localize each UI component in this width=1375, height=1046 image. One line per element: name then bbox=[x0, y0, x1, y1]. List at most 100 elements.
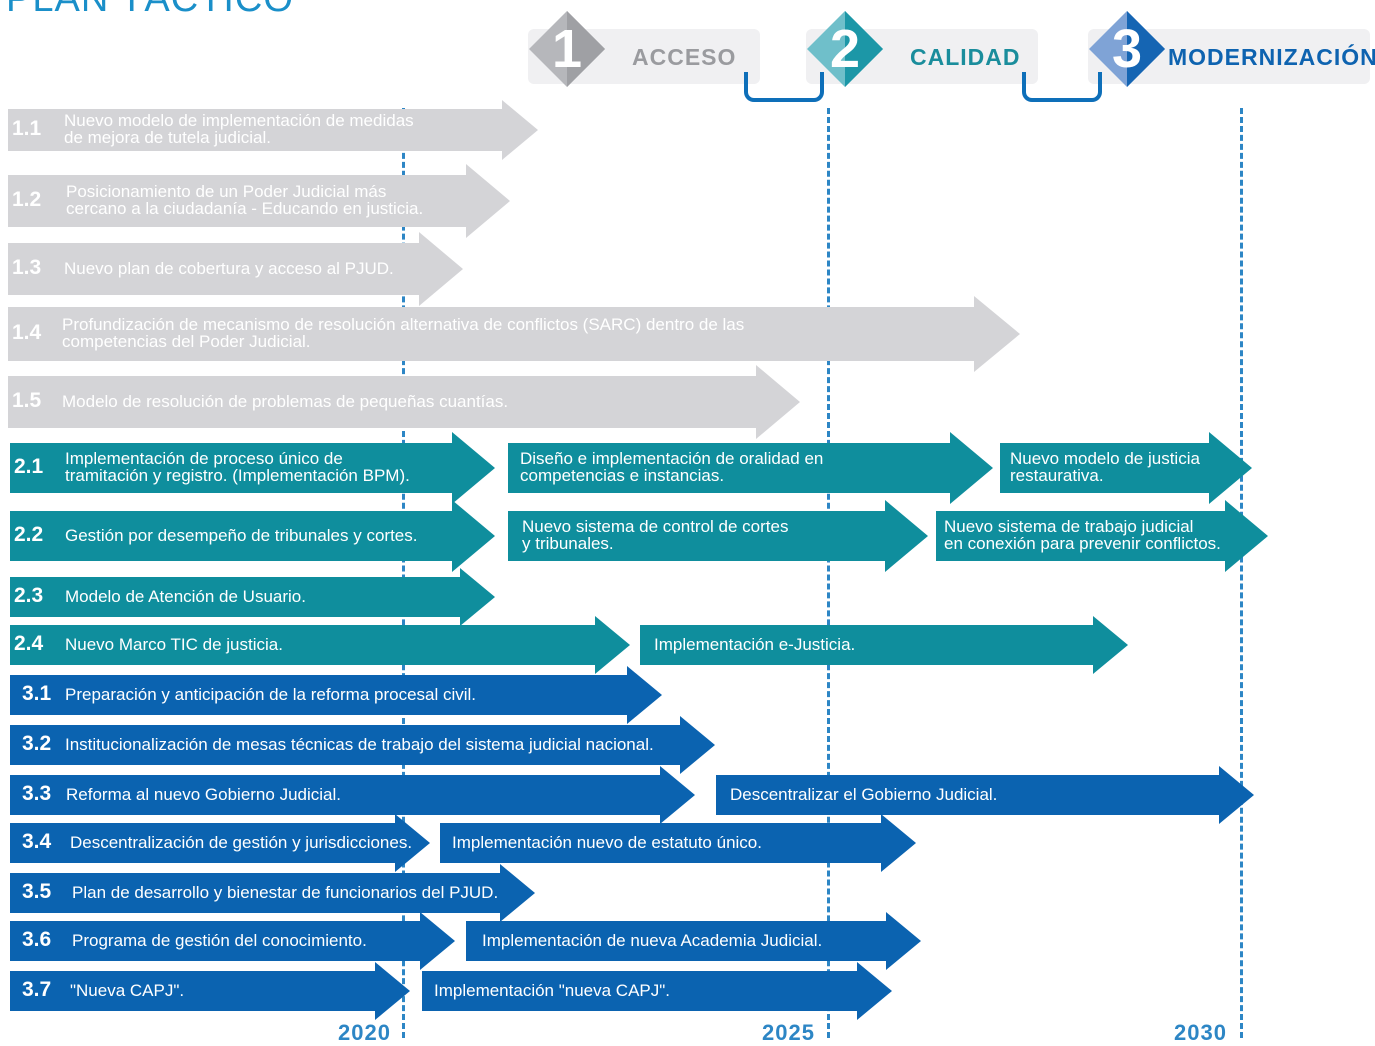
initiative-2-2-arrow-1: 2.2 Gestión por desempeño de tribunales y… bbox=[10, 500, 495, 572]
initiative-text: Modelo de Atención de Usuario. bbox=[65, 586, 306, 606]
pillar-1-label: ACCESO bbox=[632, 44, 737, 70]
initiative-3-7-arrow-1: 3.7 "Nueva CAPJ". bbox=[10, 962, 410, 1020]
pillar-2-number: 2 bbox=[830, 19, 860, 79]
arrow-shape bbox=[10, 962, 410, 1020]
timeline-2030-line bbox=[1240, 108, 1243, 1038]
initiative-number: 3.1 bbox=[22, 682, 52, 705]
initiative-1-1-arrow-1: 1.1 Nuevo modelo de implementación de med… bbox=[8, 100, 538, 160]
arrow-shape bbox=[508, 432, 993, 504]
initiative-1-2-arrow-1: 1.2 Posicionamiento de un Poder Judicial … bbox=[8, 164, 510, 238]
initiative-text: Modelo de resolución de problemas de peq… bbox=[62, 391, 509, 411]
initiative-number: 1.2 bbox=[12, 188, 42, 211]
arrow-shape bbox=[508, 500, 928, 572]
initiative-number: 1.3 bbox=[12, 256, 42, 279]
arrow-shape bbox=[10, 432, 495, 504]
arrow-shape bbox=[10, 616, 630, 674]
initiative-3-4-arrow-1: 3.4 Descentralización de gestión y jurisd… bbox=[10, 814, 430, 872]
initiative-text: Implementación "nueva CAPJ". bbox=[434, 980, 671, 1000]
timeline-2025-line bbox=[827, 108, 830, 1038]
arrow-shape bbox=[640, 616, 1128, 674]
initiative-3-6-arrow-2: Implementación de nueva Academia Judicia… bbox=[466, 912, 921, 970]
arrow-shape bbox=[8, 296, 1020, 372]
page-title: PLAN TÁCTICO bbox=[6, 0, 294, 21]
connector-2-3 bbox=[1022, 72, 1102, 102]
initiative-number: 1.5 bbox=[12, 389, 42, 412]
initiative-2-3-arrow-1: 2.3 Modelo de Atención de Usuario. bbox=[10, 568, 495, 626]
arrow-shape bbox=[10, 864, 535, 922]
initiative-text: Nuevo modelo de implementación de medida… bbox=[64, 111, 414, 147]
initiative-text: Preparación y anticipación de la reforma… bbox=[65, 684, 477, 704]
pillar-3-number: 3 bbox=[1112, 19, 1142, 79]
initiative-3-3-arrow-1: 3.3 Reforma al nuevo Gobierno Judicial. bbox=[10, 766, 695, 824]
initiative-number: 3.7 bbox=[22, 978, 52, 1001]
initiative-2-4-arrow-2: Implementación e-Justicia. bbox=[640, 616, 1128, 674]
connector-1-2 bbox=[744, 72, 824, 102]
initiative-number: 2.4 bbox=[14, 632, 44, 655]
pillar-3-diamond-icon: 3 bbox=[1089, 11, 1165, 87]
initiative-2-4-arrow-1: 2.4 Nuevo Marco TIC de justicia. bbox=[10, 616, 630, 674]
initiative-text: Nuevo Marco TIC de justicia. bbox=[65, 634, 283, 654]
arrow-shape bbox=[10, 814, 430, 872]
arrow-shape bbox=[10, 766, 695, 824]
initiative-3-6-arrow-1: 3.6 Programa de gestión del conocimiento. bbox=[10, 912, 455, 970]
year-2025-label: 2025 bbox=[762, 1020, 815, 1045]
initiative-number: 3.2 bbox=[22, 732, 52, 755]
arrow-shape bbox=[716, 766, 1254, 824]
arrow-shape bbox=[10, 500, 495, 572]
initiative-text: Implementación nuevo de estatuto único. bbox=[452, 832, 762, 852]
year-2030-label: 2030 bbox=[1174, 1020, 1227, 1045]
initiative-3-7-arrow-2: Implementación "nueva CAPJ". bbox=[422, 962, 892, 1020]
initiative-text: "Nueva CAPJ". bbox=[70, 980, 185, 1000]
initiative-number: 2.2 bbox=[14, 523, 44, 546]
initiative-number: 3.5 bbox=[22, 880, 52, 903]
initiative-1-5-arrow-1: 1.5 Modelo de resolución de problemas de … bbox=[8, 365, 800, 439]
initiative-number: 2.1 bbox=[14, 455, 44, 478]
initiative-3-1-arrow-1: 3.1 Preparación y anticipación de la refo… bbox=[10, 666, 662, 724]
initiative-text: Reforma al nuevo Gobierno Judicial. bbox=[66, 784, 341, 804]
initiative-number: 1.1 bbox=[12, 117, 42, 140]
initiative-text: Implementación de nueva Academia Judicia… bbox=[482, 930, 823, 950]
arrow-shape bbox=[8, 365, 800, 439]
initiative-3-5-arrow-1: 3.5 Plan de desarrollo y bienestar de fun… bbox=[10, 864, 535, 922]
arrow-shape bbox=[10, 716, 715, 774]
arrow-shape bbox=[8, 100, 538, 160]
initiative-number: 3.6 bbox=[22, 928, 52, 951]
initiative-3-3-arrow-2: Descentralizar el Gobierno Judicial. bbox=[716, 766, 1254, 824]
pillar-1-number: 1 bbox=[552, 19, 582, 79]
initiative-3-4-arrow-2: Implementación nuevo de estatuto único. bbox=[440, 814, 916, 872]
initiative-number: 3.4 bbox=[22, 830, 52, 853]
initiative-text: Implementación e-Justicia. bbox=[654, 634, 856, 654]
arrow-shape bbox=[10, 912, 455, 970]
initiative-number: 2.3 bbox=[14, 584, 44, 607]
initiative-text: Gestión por desempeño de tribunales y co… bbox=[65, 525, 418, 545]
initiative-text: Posicionamiento de un Poder Judicial más… bbox=[66, 182, 424, 218]
initiative-1-4-arrow-1: 1.4 Profundización de mecanismo de resolu… bbox=[8, 296, 1020, 372]
arrow-shape bbox=[936, 500, 1268, 572]
initiative-number: 1.4 bbox=[12, 321, 42, 344]
arrow-shape bbox=[440, 814, 916, 872]
initiative-text: Profundización de mecanismo de resolució… bbox=[62, 315, 745, 351]
initiative-text: Institucionalización de mesas técnicas d… bbox=[65, 734, 654, 754]
initiative-text: Descentralizar el Gobierno Judicial. bbox=[730, 784, 998, 804]
initiative-text: Descentralización de gestión y jurisdicc… bbox=[70, 832, 413, 852]
arrow-shape bbox=[10, 568, 495, 626]
initiative-text: Plan de desarrollo y bienestar de funcio… bbox=[72, 882, 499, 902]
arrow-shape bbox=[1000, 432, 1252, 504]
initiative-3-2-arrow-1: 3.2 Institucionalización de mesas técnica… bbox=[10, 716, 715, 774]
year-2020-label: 2020 bbox=[338, 1020, 391, 1045]
initiative-text: Programa de gestión del conocimiento. bbox=[72, 930, 367, 950]
initiative-number: 3.3 bbox=[22, 782, 52, 805]
initiative-text: Nuevo plan de cobertura y acceso al PJUD… bbox=[64, 258, 394, 278]
pillar-1-diamond-icon: 1 bbox=[529, 11, 605, 87]
arrow-shape bbox=[10, 666, 662, 724]
